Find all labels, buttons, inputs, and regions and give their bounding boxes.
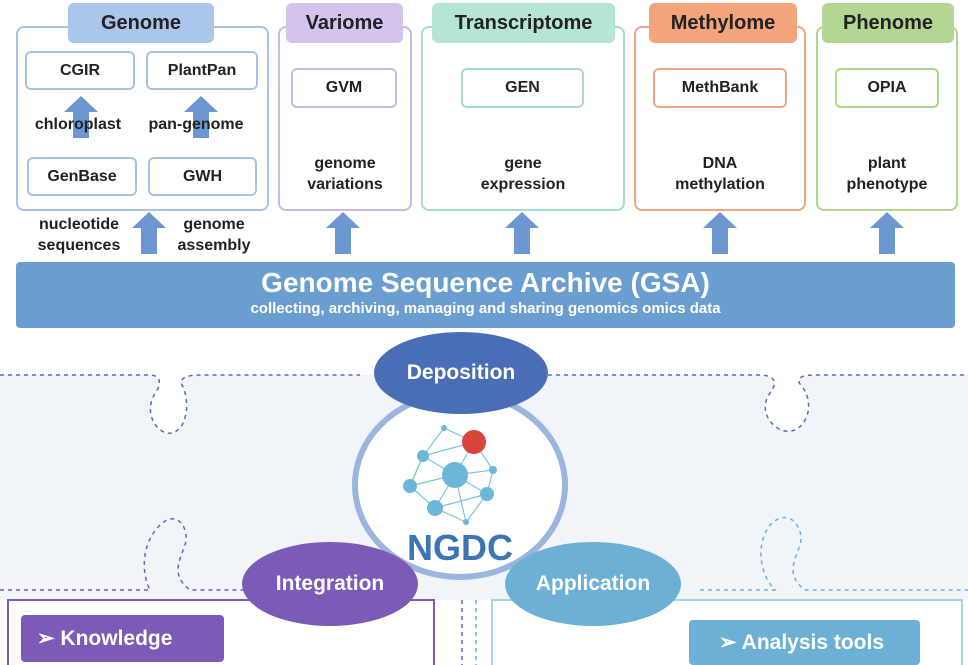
chloroplast-label: chloroplast bbox=[34, 116, 122, 133]
methbank-box[interactable]: MethBank bbox=[653, 68, 787, 108]
analysis-tools-tag[interactable]: ➢ Analysis tools bbox=[689, 620, 920, 665]
pan-genome-label: pan-genome bbox=[148, 116, 244, 133]
application-ellipse: Application bbox=[505, 542, 681, 626]
up-arrow-icon bbox=[870, 212, 904, 254]
network-icon bbox=[403, 425, 497, 525]
variome-title: Variome bbox=[286, 3, 403, 43]
plantpan-box[interactable]: PlantPan bbox=[146, 51, 258, 90]
deposition-ellipse: Deposition bbox=[374, 332, 548, 414]
gvm-box[interactable]: GVM bbox=[291, 68, 397, 108]
gen-box[interactable]: GEN bbox=[461, 68, 584, 108]
up-arrow-icon bbox=[703, 212, 737, 254]
nucleotide-sequences-label: nucleotide sequences bbox=[37, 216, 121, 254]
dna-methylation-label: DNA methylation bbox=[675, 155, 765, 193]
knowledge-tag[interactable]: ➢ Knowledge bbox=[21, 615, 224, 662]
genome-assembly-label: genome assembly bbox=[177, 216, 251, 254]
gene-expression-label: gene expression bbox=[480, 155, 566, 193]
up-arrow-icon bbox=[184, 96, 218, 138]
genome-title: Genome bbox=[68, 3, 214, 43]
up-arrow-icon bbox=[64, 96, 98, 138]
up-arrow-icon bbox=[132, 212, 166, 254]
transcriptome-title: Transcriptome bbox=[432, 3, 615, 43]
gsa-banner: Genome Sequence Archive (GSA) collecting… bbox=[16, 262, 955, 328]
up-arrow-icon bbox=[505, 212, 539, 254]
transcriptome-panel bbox=[421, 26, 625, 211]
opia-box[interactable]: OPIA bbox=[835, 68, 939, 108]
phenome-panel bbox=[816, 26, 958, 211]
phenome-title: Phenome bbox=[822, 3, 954, 43]
gsa-title: Genome Sequence Archive (GSA) bbox=[261, 267, 710, 298]
up-arrow-icon bbox=[326, 212, 360, 254]
integration-ellipse: Integration bbox=[242, 542, 418, 626]
cgir-box[interactable]: CGIR bbox=[25, 51, 135, 90]
genome-variations-label: genome variations bbox=[307, 155, 383, 193]
genbase-box[interactable]: GenBase bbox=[27, 157, 137, 196]
ngdc-label: NGDC bbox=[407, 527, 513, 568]
gsa-subtitle: collecting, archiving, managing and shar… bbox=[250, 300, 721, 317]
plant-phenotype-label: plant phenotype bbox=[846, 155, 928, 193]
methylome-title: Methylome bbox=[649, 3, 797, 43]
gwh-box[interactable]: GWH bbox=[148, 157, 257, 196]
